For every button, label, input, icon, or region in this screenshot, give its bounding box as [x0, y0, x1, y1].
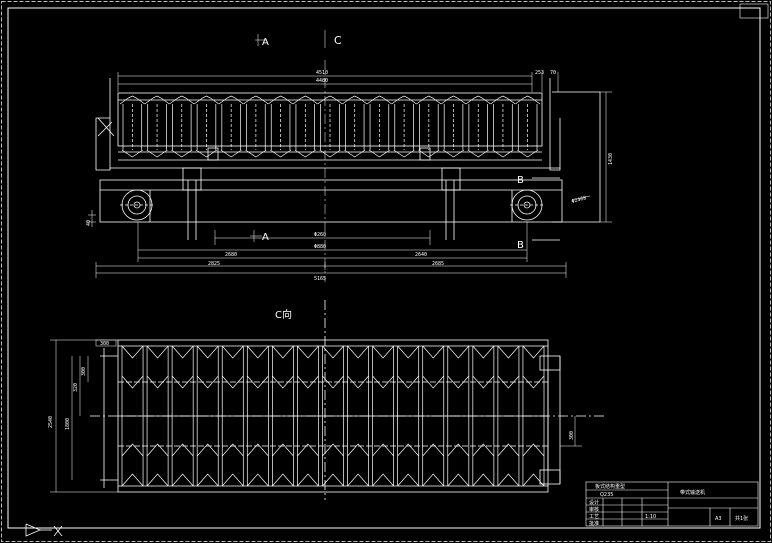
dim-right-half: 2640 [415, 252, 427, 258]
section-b-upper-label: B [517, 175, 524, 186]
dim-overall-top: 4510 [316, 70, 328, 76]
dim-left-bottom: 2825 [208, 261, 220, 267]
view-c-title: C向 [275, 308, 292, 321]
plan-dim-inner: 1800 [65, 418, 71, 430]
title-block-sheet-count: 共1张 [735, 515, 748, 522]
title-block-scale: 1:10 [645, 514, 656, 520]
dim-overall-bottom: 5165 [314, 276, 326, 282]
title-block [585, 481, 759, 527]
ucs-icon [25, 523, 63, 537]
title-block-title: 带式输送机 [680, 489, 705, 496]
dim-right-small-2: 70 [550, 70, 556, 76]
plan-dim-side-1: 320 [73, 383, 79, 392]
plan-dim-right: 300 [569, 431, 575, 440]
dim-right-small-1: 253 [535, 70, 544, 76]
title-block-row-1: 设计 [589, 499, 599, 506]
dim-span-inner: Φ880 [314, 244, 326, 250]
dim-left-half: 2680 [225, 252, 237, 258]
plan-blades [121, 345, 545, 487]
view-c-marker-label: C [334, 34, 342, 47]
dim-inner-top: 4480 [316, 78, 328, 84]
dim-left-small: 40 [86, 220, 92, 226]
section-a-bottom-label: A [262, 232, 269, 243]
plan-dim-height: 2540 [48, 416, 54, 428]
title-block-subtitle: 板式结构重型 [595, 483, 625, 490]
front-dimension-lines [88, 30, 612, 282]
dim-height-right: 1430 [608, 153, 614, 165]
dim-center-span: Φ260 [314, 232, 326, 238]
title-block-row-3: 工艺 [589, 514, 599, 520]
title-block-material: Q235 [600, 492, 613, 498]
inner-border [7, 7, 761, 529]
dim-wheel: Φ2468 [571, 195, 587, 205]
title-block-row-4: 批准 [589, 520, 599, 527]
plan-dim-top-offset: 300 [100, 341, 109, 347]
plan-view [50, 300, 604, 500]
corner-box [739, 3, 769, 19]
dim-right-bottom: 2685 [432, 261, 444, 267]
hopper-blades [119, 95, 541, 158]
section-a-top-label: A [262, 37, 269, 48]
title-block-sheet-no: A3 [715, 516, 722, 522]
title-block-row-2: 审核 [589, 506, 599, 513]
section-b-lower-label: B [517, 240, 524, 251]
plan-dim-side-2: 300 [81, 367, 87, 376]
